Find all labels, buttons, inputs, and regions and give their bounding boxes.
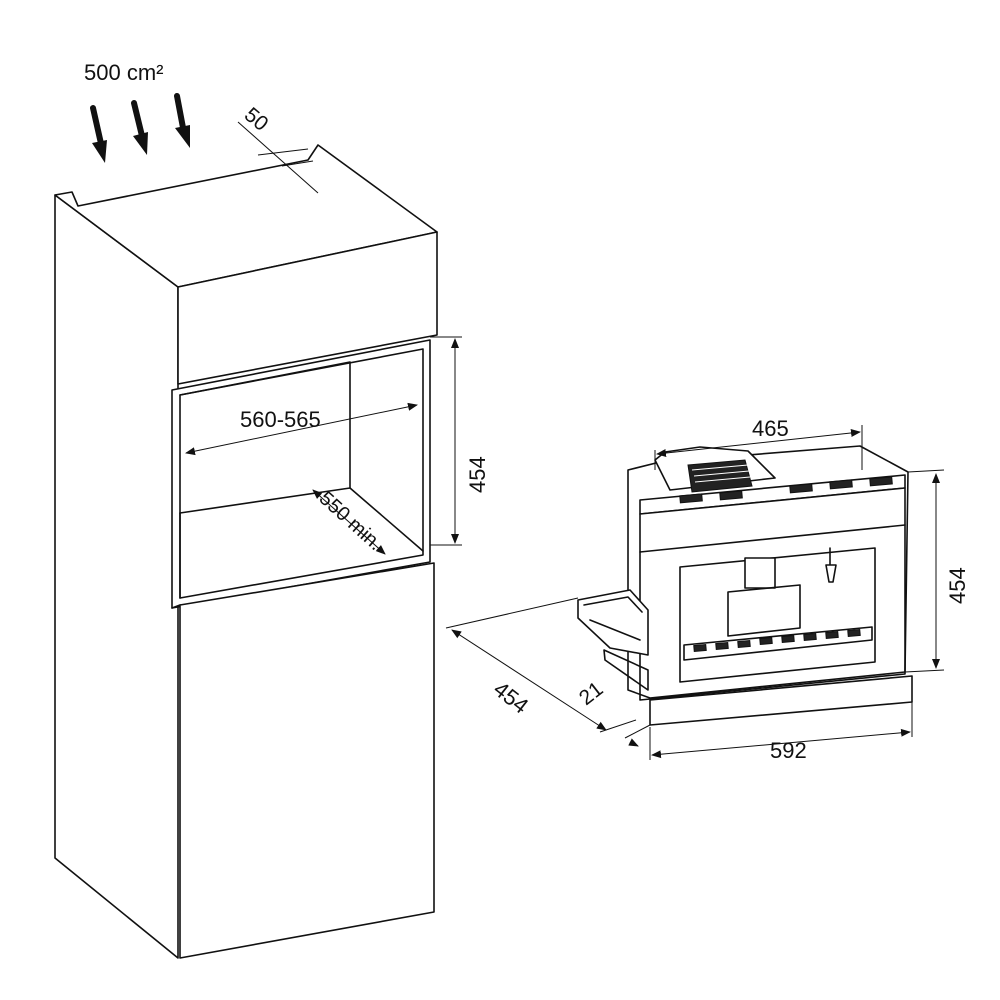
machine-width-label: 592	[770, 738, 807, 763]
inner-width-dimension	[654, 425, 863, 470]
machine-depth-label: 454	[489, 676, 533, 718]
niche-width-label: 560-565	[240, 407, 321, 432]
drip-tray	[683, 626, 873, 661]
niche-frame	[171, 339, 431, 609]
coffee-machine	[577, 445, 913, 726]
machine-depth-dimension	[445, 597, 637, 733]
drip-tray-grid	[693, 628, 861, 653]
airflow-label: 500 cm²	[84, 60, 163, 85]
machine-opening	[679, 547, 876, 683]
pull-out-drawer	[577, 589, 649, 656]
front-offset-dimension	[624, 724, 651, 747]
niche-width-arrow	[185, 402, 418, 456]
tall-cabinet	[54, 144, 438, 959]
cabinet-upper-front	[177, 231, 438, 385]
front-offset-label: 21	[575, 677, 608, 710]
top-gap-label: 50	[240, 103, 273, 136]
niche-height-dimension	[430, 336, 462, 546]
machine-height-dimension	[904, 469, 945, 673]
dispensing-spout	[744, 557, 776, 589]
airflow-arrows	[90, 93, 190, 163]
top-gap-dimension	[237, 121, 319, 194]
cabinet-lower-door	[179, 562, 435, 959]
arrow-down-icon	[174, 93, 190, 148]
machine-height-label: 454	[945, 567, 970, 604]
arrow-down-icon	[90, 105, 107, 163]
niche-depth-arrow	[312, 489, 386, 555]
niche-height-label: 454	[465, 456, 490, 493]
cabinet-side-panel	[54, 194, 179, 959]
inner-width-label: 465	[752, 416, 789, 441]
top-rail-vents	[679, 476, 893, 504]
bean-hopper-grid	[687, 459, 753, 493]
arrow-down-icon	[131, 100, 148, 155]
machine-width-dimension	[649, 702, 913, 760]
